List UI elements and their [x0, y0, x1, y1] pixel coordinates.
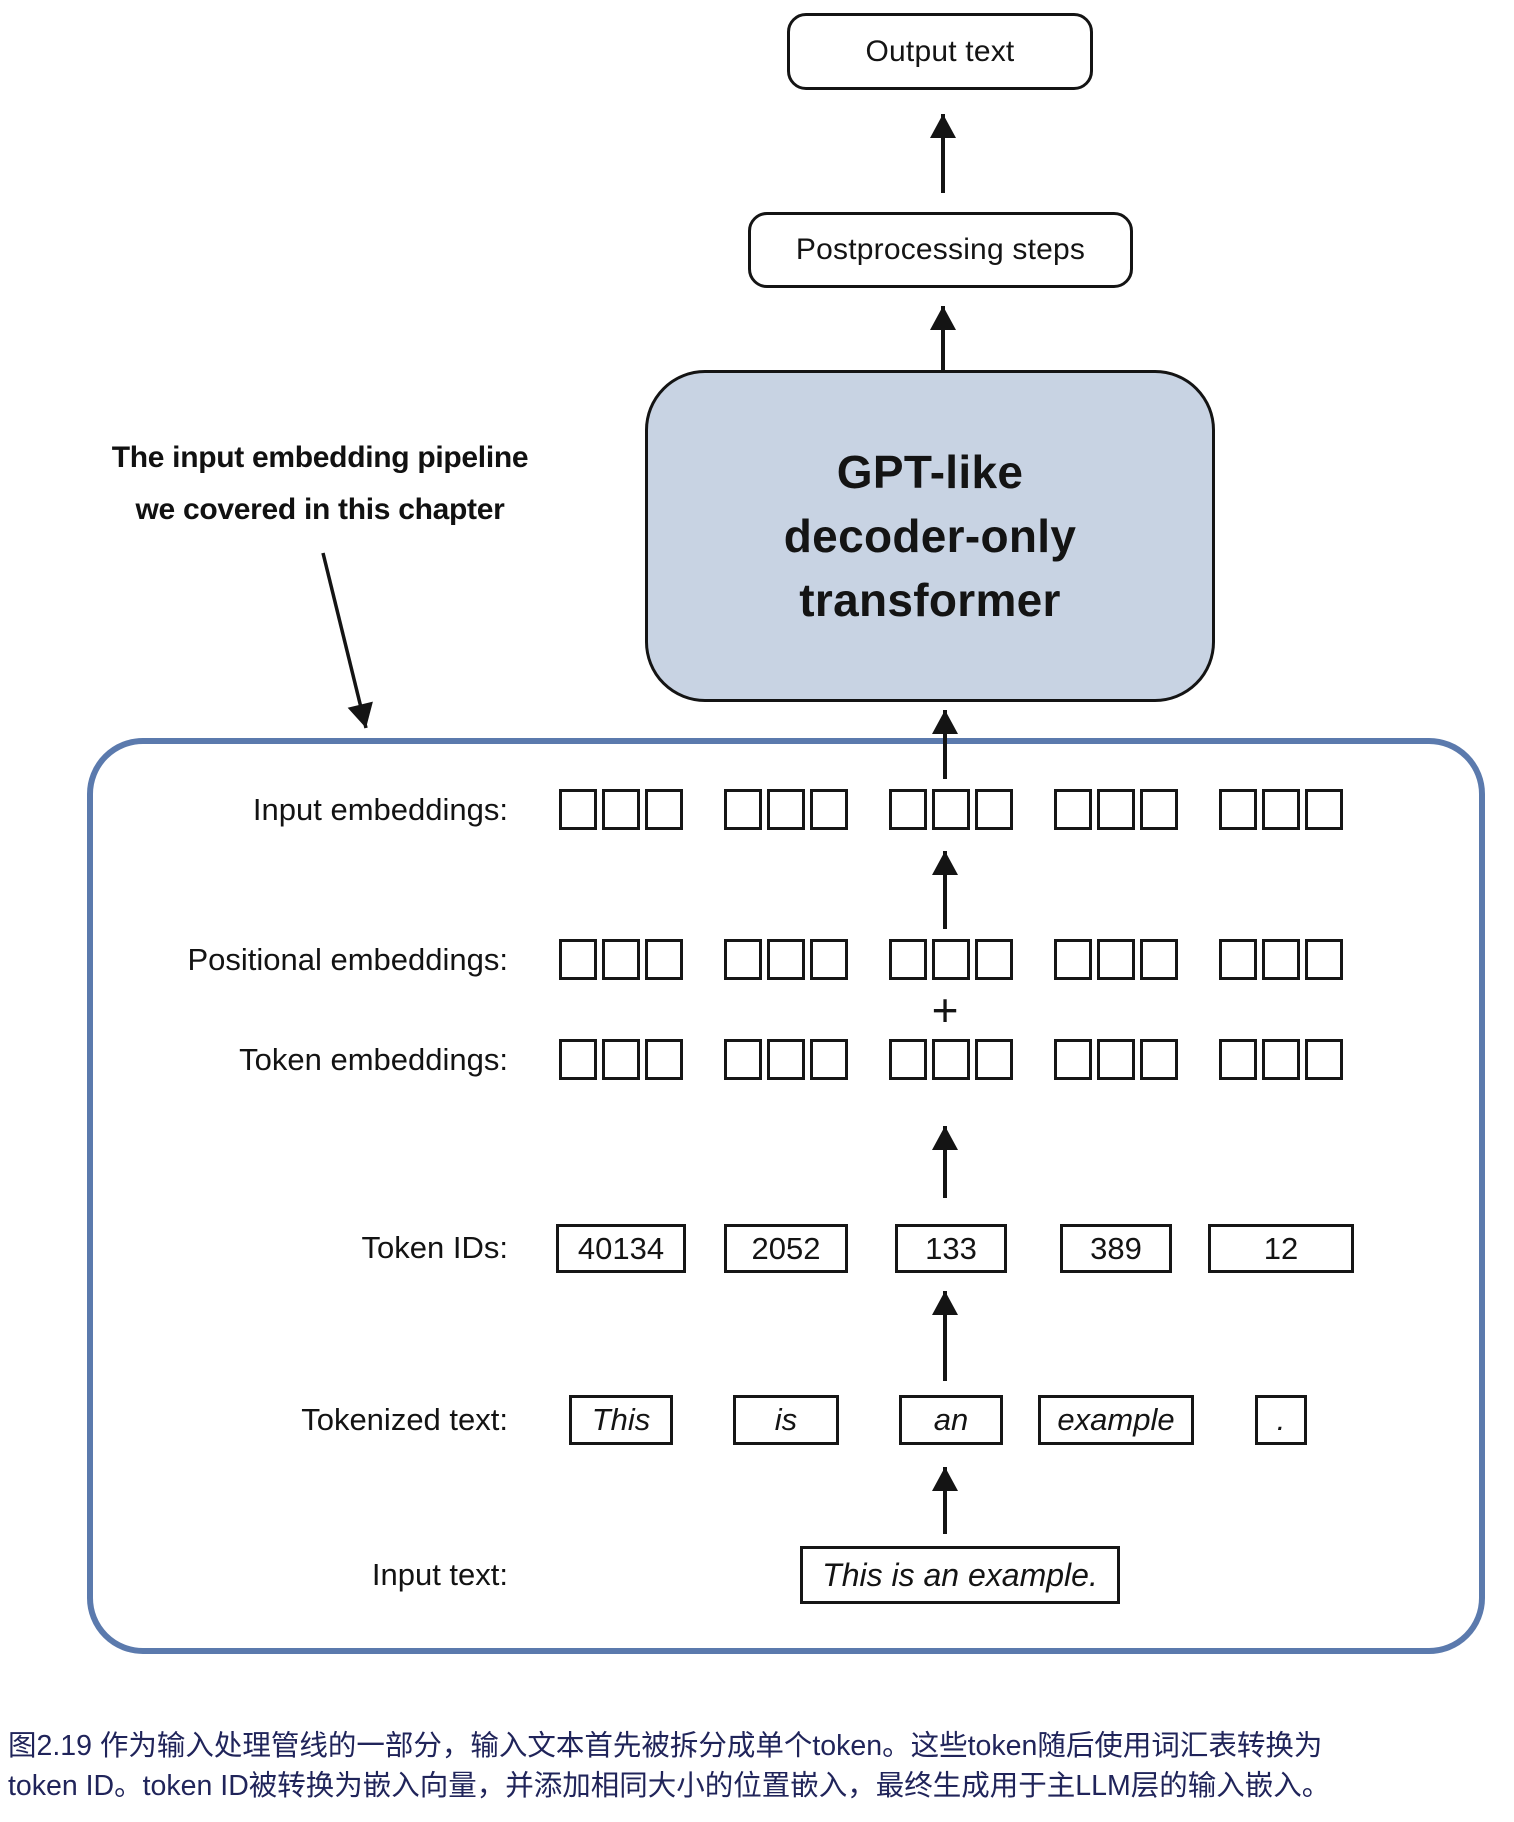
- token-embeddings-label: Token embeddings:: [239, 1042, 508, 1077]
- embedding-cell: [1097, 1039, 1135, 1080]
- embedding-cell: [1262, 1039, 1300, 1080]
- embedding-cell: [767, 1039, 805, 1080]
- annotation-text: The input embedding pipeline we covered …: [70, 432, 570, 536]
- embedding-cell-group: [559, 789, 683, 830]
- embedding-cell-group: [889, 939, 1013, 980]
- embedding-cell-group: [1054, 789, 1178, 830]
- embedding-cell-group: [724, 789, 848, 830]
- transformer-label-line3: transformer: [799, 574, 1061, 626]
- embedding-cell: [767, 789, 805, 830]
- embedding-cell: [1305, 939, 1343, 980]
- transformer-box: GPT-like decoder-only transformer: [645, 370, 1215, 702]
- embedding-cell: [975, 789, 1013, 830]
- token-ids-label: Token IDs:: [361, 1230, 508, 1265]
- embedding-cell-group: [889, 1039, 1013, 1080]
- embedding-cell-group: [889, 789, 1013, 830]
- embedding-cell: [645, 939, 683, 980]
- embedding-cell: [1140, 939, 1178, 980]
- annotation-line1: The input embedding pipeline: [111, 441, 529, 474]
- embedding-cell: [932, 939, 970, 980]
- input-text-box: This is an example.: [800, 1546, 1120, 1604]
- embedding-cell-group: [724, 939, 848, 980]
- token-id-box-5: 12: [1208, 1224, 1354, 1273]
- token-id-box-2: 2052: [724, 1224, 848, 1273]
- token-box-3: an: [899, 1395, 1003, 1445]
- annotation-line2: we covered in this chapter: [135, 493, 505, 526]
- embedding-cell: [1097, 939, 1135, 980]
- output-text-box: Output text: [787, 13, 1093, 90]
- embedding-cell: [559, 789, 597, 830]
- embedding-cell: [1219, 939, 1257, 980]
- embedding-cell: [889, 789, 927, 830]
- embedding-cell: [1305, 789, 1343, 830]
- embedding-cell: [645, 1039, 683, 1080]
- embedding-cell: [1262, 939, 1300, 980]
- embedding-cell: [975, 1039, 1013, 1080]
- embedding-cell: [932, 1039, 970, 1080]
- postprocessing-box: Postprocessing steps: [748, 212, 1133, 288]
- embedding-cell: [767, 939, 805, 980]
- embedding-cell: [1305, 1039, 1343, 1080]
- embedding-cell-group: [724, 1039, 848, 1080]
- embedding-cell: [559, 939, 597, 980]
- embedding-cell: [602, 939, 640, 980]
- embedding-cell-group: [559, 939, 683, 980]
- caption-line2: token ID。token ID被转换为嵌入向量，并添加相同大小的位置嵌入，最…: [8, 1770, 1331, 1802]
- input-text-value: This is an example.: [822, 1556, 1098, 1593]
- embedding-cell: [1097, 789, 1135, 830]
- output-text-label: Output text: [865, 34, 1015, 68]
- tokenized-text-label: Tokenized text:: [301, 1402, 508, 1437]
- embedding-cell-group: [1219, 789, 1343, 830]
- embedding-cell: [1054, 939, 1092, 980]
- embedding-cell-group: [559, 1039, 683, 1080]
- positional-embeddings-cells: [559, 939, 1343, 980]
- embedding-cell: [724, 1039, 762, 1080]
- embedding-cell-group: [1219, 1039, 1343, 1080]
- positional-embeddings-label: Positional embeddings:: [187, 942, 508, 977]
- postprocessing-label: Postprocessing steps: [795, 233, 1086, 266]
- input-text-label: Input text:: [371, 1557, 508, 1592]
- token-id-box-3: 133: [895, 1224, 1007, 1273]
- embedding-cell: [645, 789, 683, 830]
- token-id-box-1: 40134: [556, 1224, 686, 1273]
- embedding-cell: [889, 1039, 927, 1080]
- embedding-cell-group: [1054, 1039, 1178, 1080]
- transformer-label-line1: GPT-like: [836, 446, 1024, 498]
- embedding-cell: [1140, 789, 1178, 830]
- embedding-cell: [1219, 1039, 1257, 1080]
- embedding-cell: [810, 1039, 848, 1080]
- token-box-2: is: [733, 1395, 839, 1445]
- token-id-box-4: 389: [1060, 1224, 1172, 1273]
- token-box-1: This: [569, 1395, 673, 1445]
- embedding-cell-group: [1219, 939, 1343, 980]
- embedding-cell: [1262, 789, 1300, 830]
- embedding-cell: [724, 939, 762, 980]
- plus-sign: +: [931, 984, 959, 1036]
- figure-caption: 图2.19 作为输入处理管线的一部分，输入文本首先被拆分成单个token。这些t…: [8, 1726, 1510, 1806]
- embedding-cell: [724, 789, 762, 830]
- embedding-cell: [810, 939, 848, 980]
- embedding-cell: [559, 1039, 597, 1080]
- embedding-cell: [1219, 789, 1257, 830]
- token-embeddings-cells: [559, 1039, 1343, 1080]
- embedding-pipeline-box: [87, 738, 1485, 1654]
- embedding-cell: [1054, 1039, 1092, 1080]
- transformer-label-line2: decoder-only: [783, 510, 1077, 562]
- annotation-pointer-arrow: [321, 552, 373, 729]
- embedding-cell: [602, 1039, 640, 1080]
- embedding-cell: [1140, 1039, 1178, 1080]
- token-box-5: .: [1255, 1395, 1307, 1445]
- embedding-cell: [1054, 789, 1092, 830]
- embedding-cell-group: [1054, 939, 1178, 980]
- embedding-cell: [602, 789, 640, 830]
- embedding-cell: [975, 939, 1013, 980]
- input-embeddings-label: Input embeddings:: [252, 792, 508, 827]
- caption-line1: 图2.19 作为输入处理管线的一部分，输入文本首先被拆分成单个token。这些t…: [8, 1730, 1323, 1762]
- input-embeddings-cells: [559, 789, 1343, 830]
- embedding-cell: [889, 939, 927, 980]
- embedding-cell: [932, 789, 970, 830]
- embedding-cell: [810, 789, 848, 830]
- token-box-4: example: [1038, 1395, 1194, 1445]
